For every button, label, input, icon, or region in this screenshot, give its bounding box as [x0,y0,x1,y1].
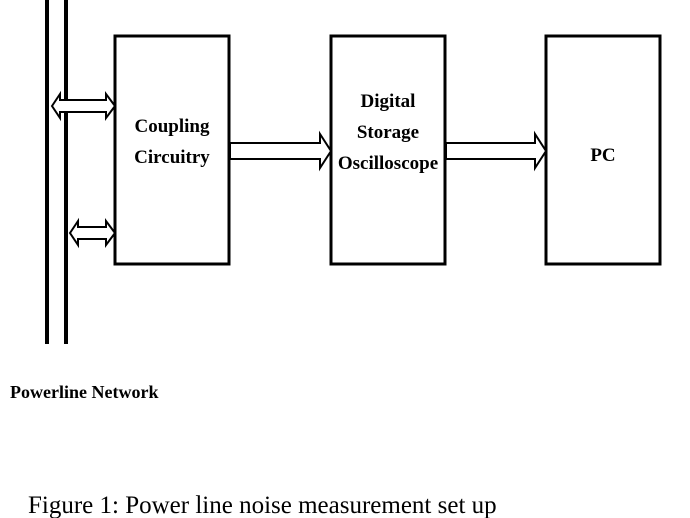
coupling-label-line-1: Coupling [135,116,210,137]
powerline-rail-right [64,0,68,344]
dso-label-line-1: Digital [361,91,416,112]
coupling-label-line-2: Circuitry [134,147,210,168]
pc-label: PC [590,145,615,166]
network-coupling-arrow-upper [50,90,117,122]
pc-block [544,34,662,266]
figure-caption: Figure 1: Power line noise measurement s… [28,492,497,518]
dso-label-line-2: Storage [357,122,419,143]
coupling-circuitry-block [113,34,231,266]
network-coupling-arrow-lower [68,217,117,249]
coupling-to-dso-arrow [229,130,333,172]
powerline-rail-left [45,0,49,344]
dso-to-pc-arrow [445,130,548,172]
powerline-network-label: Powerline Network [10,382,158,402]
powerline-network [45,0,68,344]
digital-storage-oscilloscope-block [329,34,447,266]
dso-label-line-3: Oscilloscope [338,153,438,174]
